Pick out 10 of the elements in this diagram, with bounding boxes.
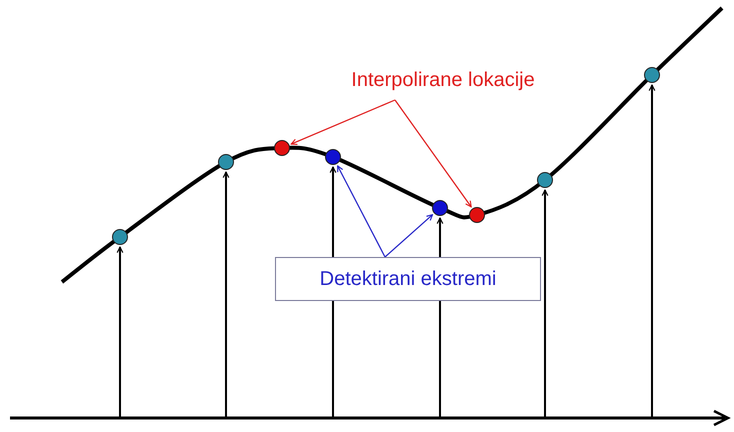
arrow	[337, 165, 386, 258]
arrow	[290, 99, 396, 146]
callout-box: Detektirani ekstremi	[275, 257, 541, 301]
arrow	[222, 171, 230, 418]
callout-label: Interpolirane lokacije	[312, 62, 574, 98]
arrow	[384, 214, 434, 258]
arrow	[648, 84, 656, 418]
arrow	[394, 100, 472, 208]
arrow	[116, 246, 124, 418]
arrow	[542, 189, 548, 418]
